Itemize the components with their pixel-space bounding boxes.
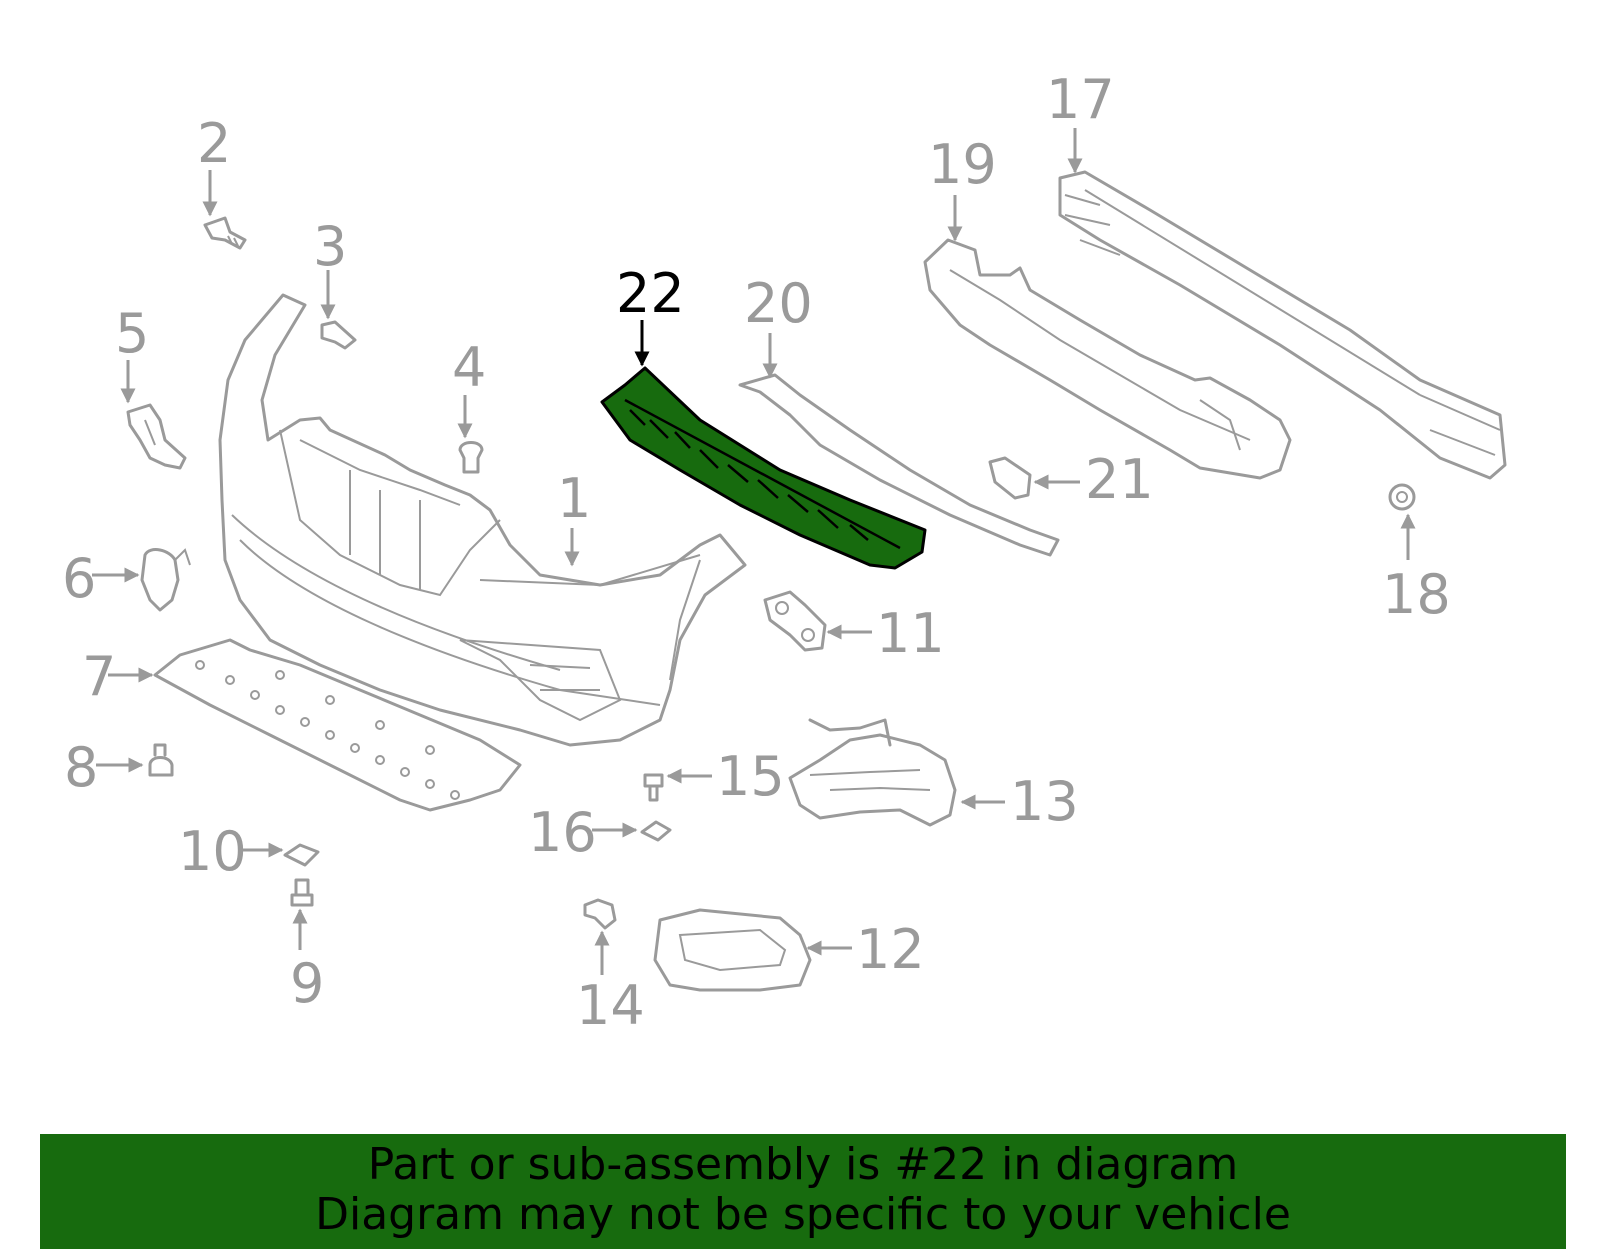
part-strip-20[interactable] xyxy=(738,373,1060,557)
part-bracket-11[interactable] xyxy=(763,590,827,652)
callout-21: 21 xyxy=(1085,448,1154,511)
callout-20: 20 xyxy=(744,272,813,335)
callout-14: 14 xyxy=(576,974,645,1037)
callout-11: 11 xyxy=(876,602,945,665)
callout-6: 6 xyxy=(62,547,96,610)
callout-3: 3 xyxy=(313,215,347,278)
callout-15: 15 xyxy=(716,745,785,808)
callout-2: 2 xyxy=(197,112,231,175)
callout-8: 8 xyxy=(64,736,98,799)
part-cover-6[interactable] xyxy=(140,548,191,612)
part-clip-10[interactable] xyxy=(283,843,320,867)
callout-9: 9 xyxy=(290,952,324,1015)
part-bracket-5[interactable] xyxy=(126,403,187,470)
callout-1: 1 xyxy=(557,467,591,530)
part-bumper-cover[interactable] xyxy=(218,293,747,747)
part-fog-lamp-13[interactable] xyxy=(788,718,957,827)
callout-arrows xyxy=(92,128,1416,975)
part-undercover-7[interactable] xyxy=(153,638,522,812)
callout-22-highlighted: 22 xyxy=(616,262,685,325)
callout-5: 5 xyxy=(115,302,149,365)
part-22-highlighted[interactable] xyxy=(600,366,927,570)
part-absorber-19[interactable] xyxy=(923,238,1292,480)
part-bracket-21[interactable] xyxy=(988,456,1032,500)
callout-18: 18 xyxy=(1382,563,1451,626)
banner-line-2: Diagram may not be specific to your vehi… xyxy=(315,1189,1291,1240)
callout-17: 17 xyxy=(1046,68,1115,131)
part-nut-18[interactable] xyxy=(1388,483,1416,511)
part-pin-4[interactable] xyxy=(458,441,484,474)
callout-4: 4 xyxy=(452,336,486,399)
part-pin-8[interactable] xyxy=(148,743,174,777)
part-bezel-12[interactable] xyxy=(653,908,812,992)
banner-line-1: Part or sub-assembly is #22 in diagram xyxy=(367,1139,1239,1190)
part-bolt-2[interactable] xyxy=(203,216,247,250)
part-screw-15[interactable] xyxy=(643,773,664,802)
part-screw-9[interactable] xyxy=(290,878,314,907)
callout-7: 7 xyxy=(82,645,116,708)
part-beam-17[interactable] xyxy=(1058,170,1507,480)
callout-16: 16 xyxy=(528,801,597,864)
callout-13: 13 xyxy=(1010,770,1079,833)
callout-19: 19 xyxy=(928,133,997,196)
callout-labels: 1 2 3 4 5 6 7 8 9 10 11 12 13 14 15 16 1… xyxy=(62,68,1451,1037)
callout-12: 12 xyxy=(856,918,925,981)
callout-10: 10 xyxy=(178,820,247,883)
info-banner: Part or sub-assembly is #22 in diagram D… xyxy=(40,1134,1566,1249)
part-bracket-14[interactable] xyxy=(583,898,617,930)
part-clip-16[interactable] xyxy=(640,820,672,842)
part-clip-3[interactable] xyxy=(320,320,357,350)
